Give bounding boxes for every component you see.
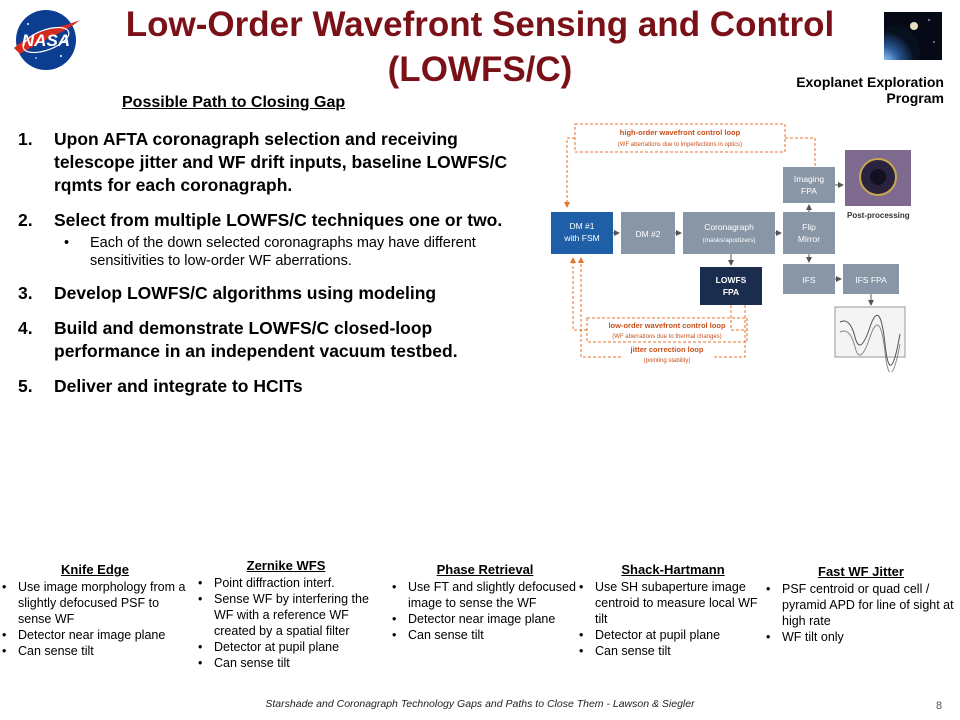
- step-item: 2. Select from multiple LOWFS/C technique…: [18, 209, 523, 270]
- step-text: Deliver and integrate to HCITs: [54, 376, 303, 396]
- technique-list: Use FT and slightly defocused image to s…: [390, 579, 580, 643]
- ifs-box: [783, 264, 835, 294]
- low-order-loop-title: low-order wavefront control loop: [608, 321, 726, 330]
- imaging-fpa-label-2: FPA: [801, 186, 817, 196]
- technique-item: PSF centroid or quad cell / pyramid APD …: [764, 581, 958, 629]
- coronagraph-box: [683, 212, 775, 254]
- high-order-loop-box: [574, 123, 786, 153]
- technique-list: PSF centroid or quad cell / pyramid APD …: [764, 581, 958, 645]
- nasa-logo: NASA: [14, 10, 80, 70]
- technique-title: Phase Retrieval: [436, 562, 534, 577]
- step-number: 4.: [18, 318, 33, 338]
- step-item: 1. Upon AFTA coronagraph selection and re…: [18, 128, 523, 197]
- technique-item: Detector at pupil plane: [577, 627, 769, 643]
- technique-item: Detector at pupil plane: [196, 639, 376, 655]
- technique-phase-retrieval: Phase Retrieval Use FT and slightly defo…: [390, 562, 580, 643]
- technique-item: Use image morphology from a slightly def…: [0, 579, 190, 627]
- flip-mirror-label-1: Flip: [802, 222, 816, 232]
- technique-item: Use SH subaperture image centroid to mea…: [577, 579, 769, 627]
- technique-item: Detector near image plane: [390, 611, 580, 627]
- dm2-label: DM #2: [635, 229, 660, 239]
- technique-title: Fast WF Jitter: [818, 564, 904, 579]
- dm1-box: [551, 212, 613, 254]
- step-number: 1.: [18, 129, 33, 149]
- step-number: 2.: [18, 210, 33, 230]
- technique-item: WF tilt only: [764, 629, 958, 645]
- step-sublist: Each of the down selected coronagraphs m…: [54, 234, 523, 270]
- nasa-logo-text: NASA: [22, 31, 70, 50]
- footer-citation: Starshade and Coronagraph Technology Gap…: [265, 698, 695, 710]
- ifs-fpa-box: [843, 264, 899, 294]
- lowfs-fpa-label-2: FPA: [723, 287, 739, 297]
- step-text: Upon AFTA coronagraph selection and rece…: [54, 129, 508, 195]
- imaging-fpa-label-1: Imaging: [794, 174, 825, 184]
- ifs-fpa-label: IFS FPA: [855, 275, 887, 285]
- step-item: 3. Develop LOWFS/C algorithms using model…: [18, 282, 523, 305]
- step-subitem: Each of the down selected coronagraphs m…: [54, 234, 523, 270]
- step-number: 3.: [18, 283, 33, 303]
- technique-shack-hartmann: Shack-Hartmann Use SH subaperture image …: [577, 562, 769, 659]
- low-order-loop-subtitle: (WF aberrations due to thermal changes): [612, 334, 721, 340]
- technique-item: Can sense tilt: [196, 655, 376, 671]
- technique-zernike-wfs: Zernike WFS Point diffraction interf. Se…: [196, 558, 376, 671]
- ifs-label: IFS: [802, 275, 816, 285]
- title-line-2: (LOWFS/C): [387, 50, 573, 89]
- dm1-label-2: with FSM: [563, 233, 599, 243]
- coronagraph-sublabel: (masks/apodizers): [702, 237, 755, 244]
- jitter-loop-title: jitter correction loop: [630, 345, 704, 354]
- technique-fast-wf-jitter: Fast WF Jitter PSF centroid or quad cell…: [764, 564, 958, 645]
- technique-item: Point diffraction interf.: [196, 575, 376, 591]
- technique-item: Detector near image plane: [0, 627, 190, 643]
- dm1-label-1: DM #1: [569, 221, 594, 231]
- imaging-fpa-box: [783, 167, 835, 203]
- spectrum-plot: [834, 306, 906, 358]
- exoplanet-image: [884, 12, 942, 60]
- technique-item: Can sense tilt: [577, 643, 769, 659]
- technique-title: Shack-Hartmann: [621, 562, 725, 577]
- step-item: 4. Build and demonstrate LOWFS/C closed-l…: [18, 317, 523, 363]
- technique-item: Use FT and slightly defocused image to s…: [390, 579, 580, 611]
- low-order-loop-box: [586, 317, 748, 343]
- slide-title: Low-Order Wavefront Sensing and Control …: [95, 2, 865, 92]
- technique-knife-edge: Knife Edge Use image morphology from a s…: [0, 562, 190, 659]
- step-text: Develop LOWFS/C algorithms using modelin…: [54, 283, 437, 303]
- step-number: 5.: [18, 376, 33, 396]
- technique-item: Sense WF by interfering the WF with a re…: [196, 591, 376, 639]
- technique-item: Can sense tilt: [390, 627, 580, 643]
- technique-title: Zernike WFS: [246, 558, 326, 573]
- coronagraph-label: Coronagraph: [704, 222, 754, 232]
- flip-mirror-label-2: Mirror: [798, 234, 820, 244]
- high-order-loop-title: high-order wavefront control loop: [620, 128, 741, 137]
- lowfs-fpa-label-1: LOWFS: [716, 275, 747, 285]
- step-text: Select from multiple LOWFS/C techniques …: [54, 210, 503, 230]
- steps-list: 1. Upon AFTA coronagraph selection and re…: [18, 128, 523, 410]
- program-label: Exoplanet Exploration Program: [796, 74, 944, 106]
- technique-item: Can sense tilt: [0, 643, 190, 659]
- step-text: Build and demonstrate LOWFS/C closed-loo…: [54, 318, 458, 361]
- page-number: 8: [936, 700, 943, 712]
- technique-list: Use SH subaperture image centroid to mea…: [577, 579, 769, 659]
- lowfs-fpa-box: [700, 267, 762, 305]
- high-order-loop-subtitle: (WF aberrations due to imperfections in …: [618, 142, 742, 148]
- flip-mirror-box: [783, 212, 835, 254]
- technique-list: Point diffraction interf. Sense WF by in…: [196, 575, 376, 671]
- technique-title: Knife Edge: [61, 562, 129, 577]
- section-subheading: Possible Path to Closing Gap: [122, 94, 346, 111]
- step-item: 5. Deliver and integrate to HCITs: [18, 375, 523, 398]
- title-line-1: Low-Order Wavefront Sensing and Control: [125, 5, 835, 44]
- lowfs-block-diagram: high-order wavefront control loop (WF ab…: [551, 123, 911, 372]
- post-processing-label: Post-processing: [847, 211, 910, 220]
- dm2-box: [621, 212, 675, 254]
- jitter-loop-subtitle: (pointing stability): [644, 358, 691, 364]
- technique-list: Use image morphology from a slightly def…: [0, 579, 190, 659]
